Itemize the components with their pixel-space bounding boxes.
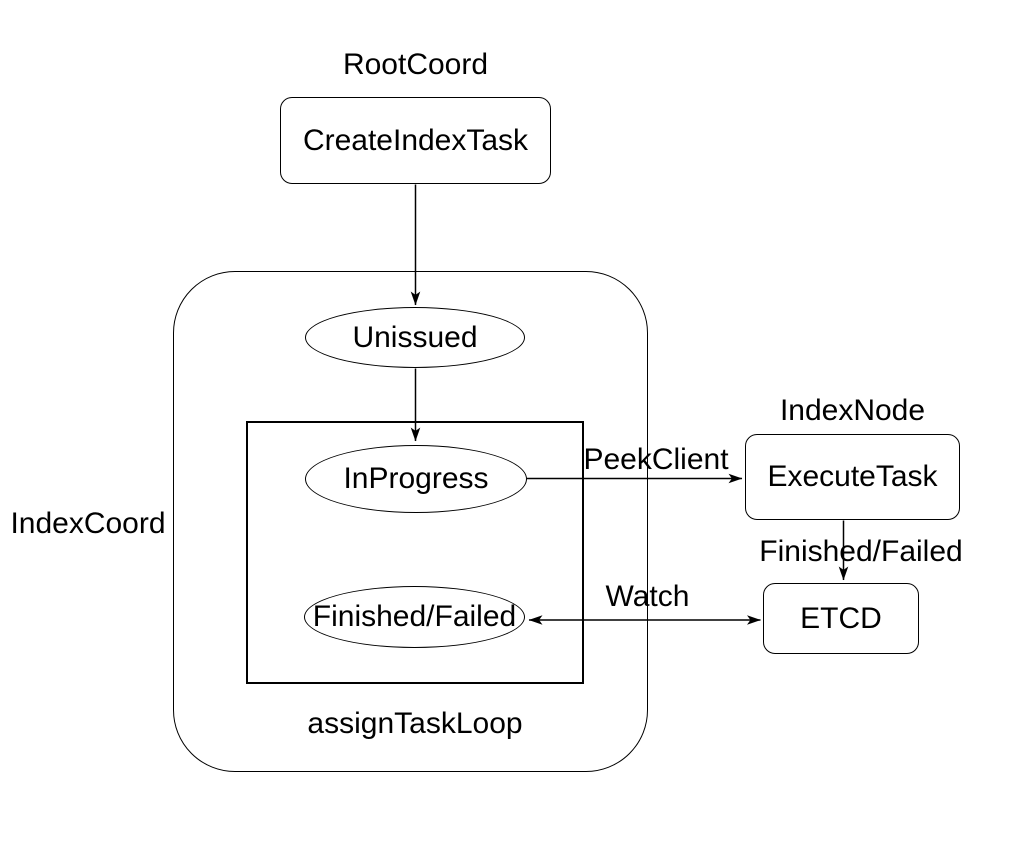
in-progress-state-node: InProgress <box>305 445 527 513</box>
assigntaskloop-group-label: assignTaskLoop <box>307 707 523 740</box>
finished-failed-state-node: Finished/Failed <box>304 586 525 648</box>
watch-edge-label: Watch <box>605 580 690 613</box>
rootcoord-group-label: RootCoord <box>342 48 489 81</box>
execute-task-node: ExecuteTask <box>745 434 960 520</box>
finished-failed-edge-label: Finished/Failed <box>759 535 963 568</box>
peekclient-edge-label: PeekClient <box>583 443 729 476</box>
etcd-node: ETCD <box>763 583 919 654</box>
unissued-state-node: Unissued <box>305 307 525 368</box>
indexcoord-group-label: IndexCoord <box>10 507 166 540</box>
indexcoord-group-container <box>173 271 648 772</box>
create-index-task-node: CreateIndexTask <box>280 97 551 184</box>
indexnode-group-label: IndexNode <box>779 394 926 427</box>
